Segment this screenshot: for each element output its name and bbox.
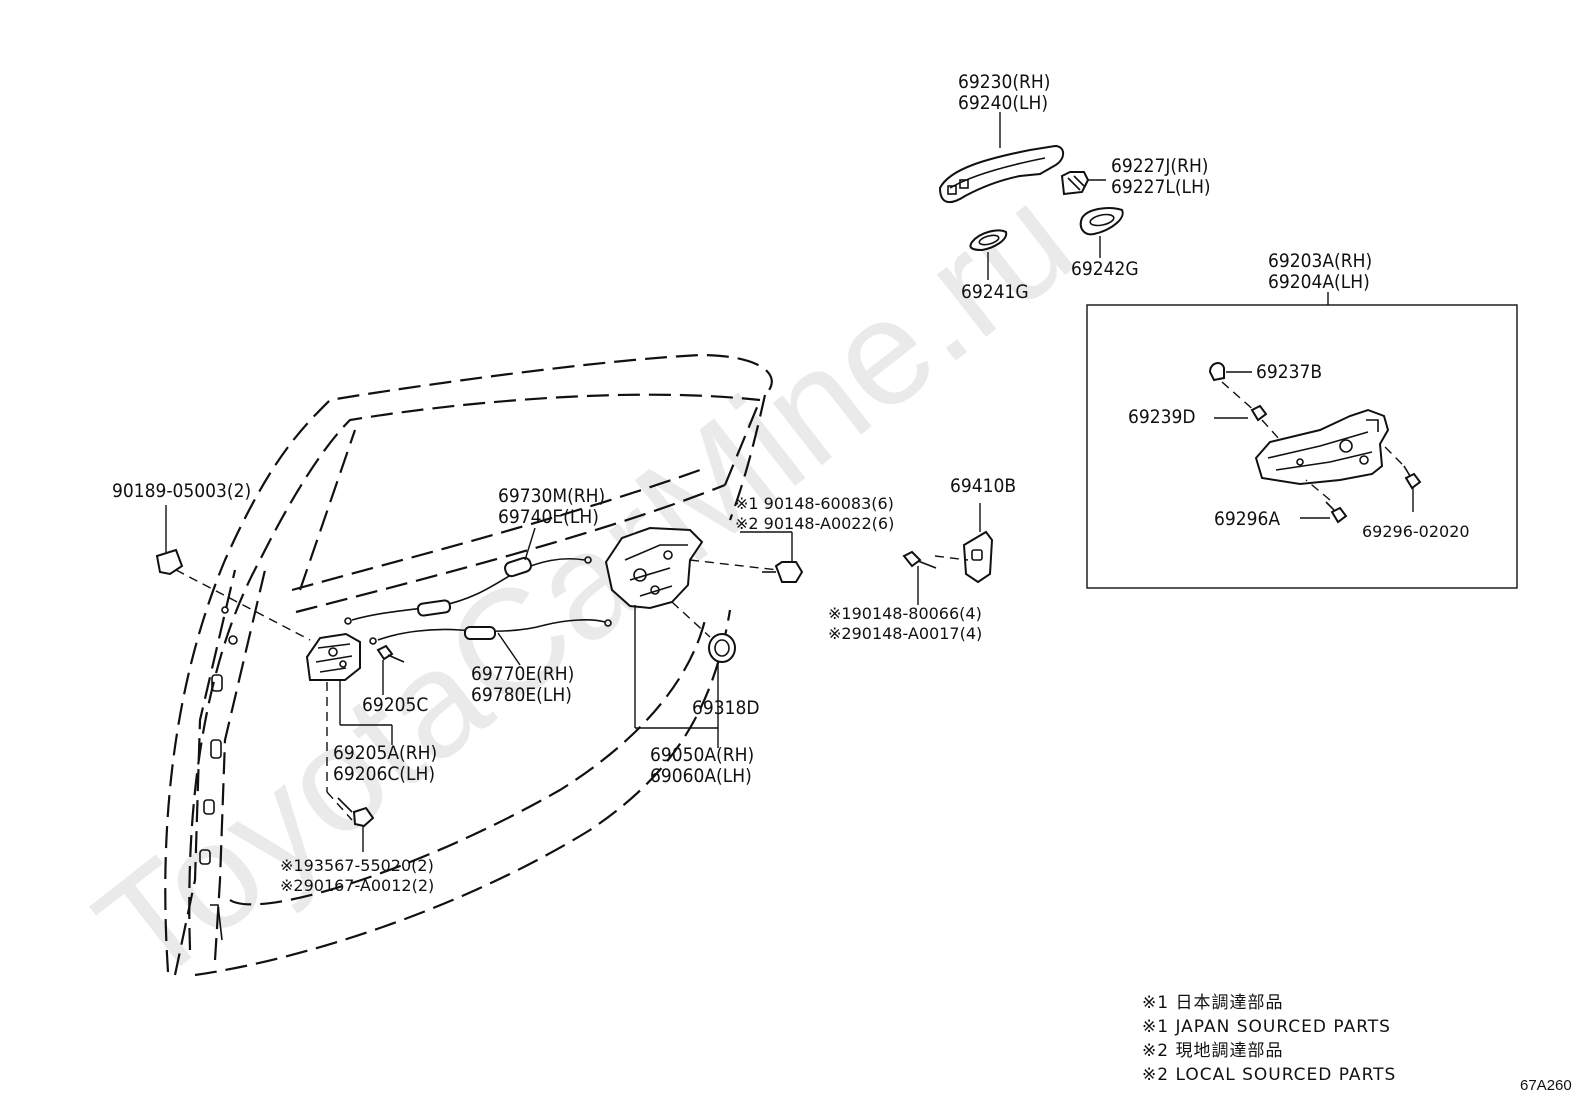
label-bolt-striker-1: ※190148-80066(4) <box>828 604 982 623</box>
inner-handle-part <box>1254 408 1390 486</box>
label-pad-69241g: 69241G <box>961 281 1029 303</box>
handle-cap-part <box>1060 171 1106 196</box>
label-grommet: 69318D <box>692 697 760 719</box>
label-striker: 69410B <box>950 475 1016 497</box>
outside-handle-part <box>938 112 1065 204</box>
cable-upper <box>344 527 592 625</box>
note-4: ※2 LOCAL SOURCED PARTS <box>1142 1065 1396 1085</box>
label-lock-assy-lh: 69206C(LH) <box>333 763 435 785</box>
label-clip: 90189-05003(2) <box>112 480 251 502</box>
label-inner-assy-lh: 69204A(LH) <box>1268 271 1370 293</box>
label-handle-cap-rh: 69227J(RH) <box>1111 155 1208 177</box>
label-lock-screw-2: ※290167-A0012(2) <box>280 876 434 895</box>
grommet-part <box>671 601 736 663</box>
note-2: ※1 JAPAN SOURCED PARTS <box>1142 1017 1391 1037</box>
label-lock-assy-rh: 69205A(RH) <box>333 742 437 764</box>
label-handle-cap-lh: 69227L(LH) <box>1111 176 1211 198</box>
label-screw-69296a: 69296A <box>1214 508 1280 530</box>
door-lock-part <box>305 632 405 852</box>
label-bolt-frame-2: ※2 90148-A0022(6) <box>735 514 894 533</box>
door-outline <box>164 353 773 977</box>
label-cable-lower-lh: 69780E(LH) <box>471 684 572 706</box>
label-pad-69239d: 69239D <box>1128 406 1196 428</box>
label-handle-frame-rh: 69230(RH) <box>958 71 1050 93</box>
clip-part <box>155 505 311 641</box>
pad-69242g-part <box>1079 207 1124 258</box>
pad-69241g-part <box>969 229 1008 280</box>
label-handle-frame-assy-lh: 69060A(LH) <box>650 765 752 787</box>
note-3: ※2 現地調達部品 <box>1142 1041 1283 1061</box>
diagram-code: 67A260 <box>1520 1077 1572 1094</box>
pad-69239d-part <box>1214 404 1281 441</box>
cable-lower <box>369 619 612 666</box>
label-bolt-striker-2: ※290148-A0017(4) <box>828 624 982 643</box>
label-cable-upper-rh: 69730M(RH) <box>498 485 605 507</box>
screw-69296-02020-part <box>1383 445 1422 512</box>
label-lock-screw-1: ※193567-55020(2) <box>280 856 434 875</box>
label-cable-upper-lh: 69740E(LH) <box>498 506 599 528</box>
label-inner-assy-rh: 69203A(RH) <box>1268 250 1372 272</box>
handle-frame-part <box>604 526 804 748</box>
label-handle-frame-lh: 69240(LH) <box>958 92 1048 114</box>
screw-69296a-part <box>1300 479 1348 524</box>
watermark: ToyotaCarMine.ru <box>66 154 1102 1015</box>
pad-69237b-part <box>1208 362 1257 413</box>
label-screw-69296-02020: 69296-02020 <box>1362 522 1470 541</box>
label-pad-69242g: 69242G <box>1071 258 1139 280</box>
striker-part <box>902 503 994 605</box>
inner-handle-assy-box <box>1086 304 1518 589</box>
label-bolt-frame-1: ※1 90148-60083(6) <box>735 494 894 513</box>
label-pad-69237b: 69237B <box>1256 361 1322 383</box>
label-lock-part: 69205C <box>362 694 428 716</box>
label-cable-lower-rh: 69770E(RH) <box>471 663 574 685</box>
label-handle-frame-assy-rh: 69050A(RH) <box>650 744 754 766</box>
note-1: ※1 日本調達部品 <box>1142 993 1283 1013</box>
